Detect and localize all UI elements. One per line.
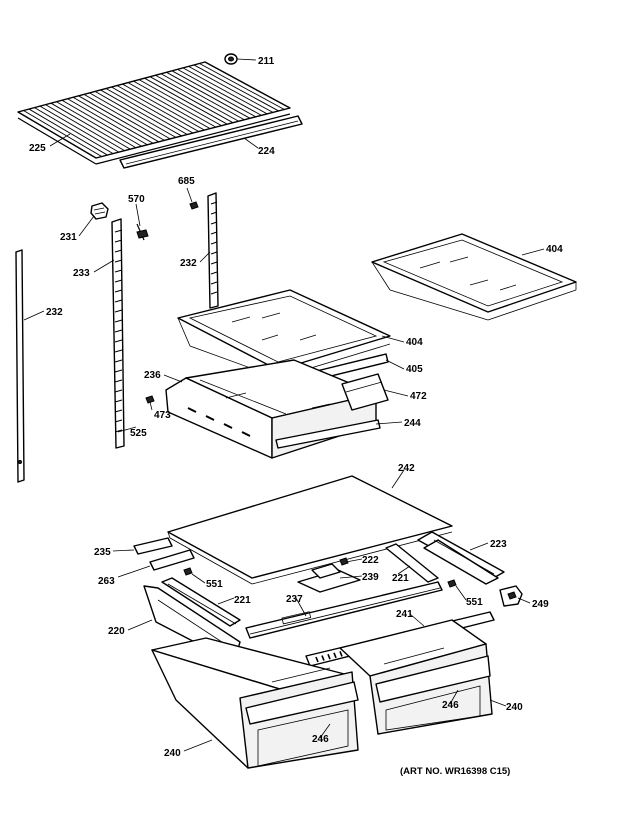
callout-472: 472 xyxy=(410,391,427,402)
wire-shelf xyxy=(17,61,291,165)
callout-239: 239 xyxy=(362,572,379,583)
art-number: (ART NO. WR16398 C15) xyxy=(400,766,510,777)
callout-240-left: 240 xyxy=(164,748,181,759)
callout-404-right: 404 xyxy=(546,244,563,255)
cap-part xyxy=(224,53,238,65)
callout-225: 225 xyxy=(29,143,46,154)
rail-stop xyxy=(499,585,523,607)
callout-221-right: 221 xyxy=(392,573,409,584)
cover-support-left xyxy=(161,577,241,627)
callouts: 211 225 224 685 570 231 233 232 232 404 … xyxy=(29,56,563,759)
callout-246-right: 246 xyxy=(442,700,459,711)
callout-233: 233 xyxy=(73,268,90,279)
callout-244: 244 xyxy=(404,418,421,429)
callout-221-left: 221 xyxy=(234,595,251,606)
cover-frame-left xyxy=(133,537,195,571)
callout-242: 242 xyxy=(398,463,415,474)
callout-236: 236 xyxy=(144,370,161,381)
screw-551-left xyxy=(183,567,193,576)
callout-404-center: 404 xyxy=(406,337,423,348)
callout-224: 224 xyxy=(258,146,275,157)
shelf-rail-ladder xyxy=(111,218,125,449)
crisper-drawer-right xyxy=(339,619,493,735)
callout-237: 237 xyxy=(286,594,303,605)
callout-263: 263 xyxy=(98,576,115,587)
callout-240-right: 240 xyxy=(506,702,523,713)
callout-232-left: 232 xyxy=(46,307,63,318)
divider-rail xyxy=(245,581,443,639)
callout-235: 235 xyxy=(94,547,111,558)
callout-232-center: 232 xyxy=(180,258,197,269)
center-bracket xyxy=(297,557,361,593)
clip-part xyxy=(90,202,109,220)
meat-pan xyxy=(165,359,389,459)
leader-lines xyxy=(23,58,545,752)
glass-shelf-right xyxy=(371,233,577,321)
callout-249: 249 xyxy=(532,599,549,610)
callout-246-left: 246 xyxy=(312,734,329,745)
glass-shelf-center xyxy=(177,289,391,379)
screw-570 xyxy=(136,223,149,241)
callout-525: 525 xyxy=(130,428,147,439)
shelf-trim xyxy=(119,115,303,169)
callout-220: 220 xyxy=(108,626,125,637)
slide-rail-right xyxy=(417,531,505,585)
crisper-drawer-left xyxy=(151,637,359,769)
screw-473 xyxy=(145,395,155,404)
shelf-rail-left-long xyxy=(15,249,25,483)
callout-405: 405 xyxy=(406,364,423,375)
callout-241: 241 xyxy=(396,609,413,620)
callout-570: 570 xyxy=(128,194,145,205)
screw-551-right xyxy=(447,579,457,588)
callout-685: 685 xyxy=(178,176,195,187)
callout-551-left: 551 xyxy=(206,579,223,590)
cover-support-right xyxy=(385,543,439,583)
callout-551-right: 551 xyxy=(466,597,483,608)
callout-222: 222 xyxy=(362,555,379,566)
callout-211: 211 xyxy=(258,56,275,67)
screw-685 xyxy=(189,201,199,210)
callout-473: 473 xyxy=(154,410,171,421)
callout-223: 223 xyxy=(490,539,507,550)
shelf-rail-center xyxy=(207,192,219,309)
callout-231: 231 xyxy=(60,232,77,243)
